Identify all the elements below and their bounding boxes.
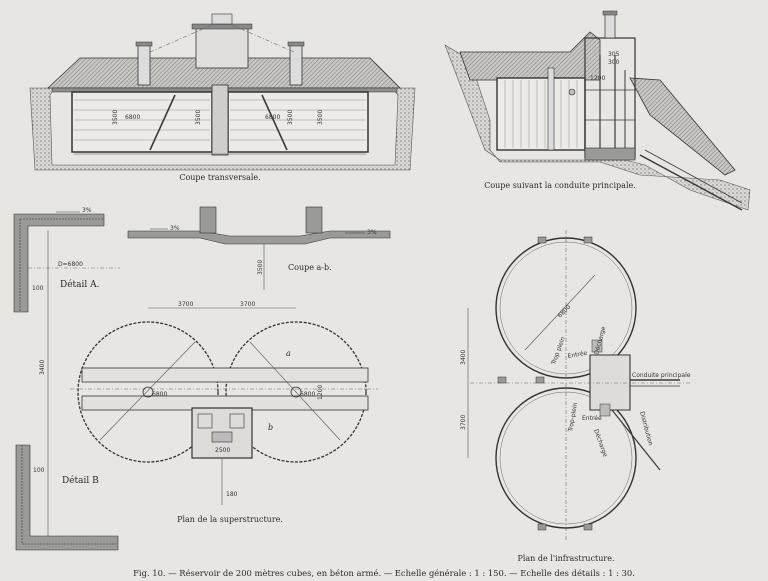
dim-s1: 3700 bbox=[178, 301, 193, 308]
dim-span-right: 6800 bbox=[265, 114, 280, 121]
detail-b: 100 Détail B bbox=[15, 444, 119, 551]
label-decharge-bot: Décharge bbox=[592, 428, 609, 458]
coupe-transversale: 6800 6800 3500 3500 3500 3500 Coupe tran… bbox=[29, 13, 416, 182]
dim-d-detail: D=6800 bbox=[58, 261, 83, 268]
detail-a: 3% D=6800 100 Détail A. bbox=[13, 207, 120, 313]
dim-i-r1: 6800 bbox=[556, 304, 572, 320]
label-entree-bot: Entrée bbox=[582, 415, 602, 422]
label-coupe-transversale: Coupe transversale. bbox=[179, 173, 260, 182]
dim-r1: 6800 bbox=[152, 391, 167, 398]
dim-height-2: 3500 bbox=[195, 110, 202, 125]
plan-superstructure: 3700 3700 6800 6800 1200 2500 180 a b Pl… bbox=[70, 301, 378, 524]
label-trop-plein-top: Trop plein bbox=[550, 336, 567, 367]
dim-r2: 6800 bbox=[300, 391, 315, 398]
dim-c2: 300 bbox=[608, 59, 620, 66]
dim-c3: 1200 bbox=[590, 75, 605, 82]
label-distribution: Distribution bbox=[638, 411, 654, 447]
dim-i2: 3700 bbox=[460, 415, 467, 430]
label-trop-plein-bot: Trop-plein bbox=[567, 402, 579, 433]
label-detail-b: Détail B bbox=[62, 475, 99, 486]
plan-infrastructure: 3400 3700 6800 Trop plein Entrée Décharg… bbox=[460, 230, 691, 563]
label-conduite-principale: Conduite principale bbox=[632, 372, 691, 379]
dim-100-b: 100 bbox=[33, 467, 45, 474]
slope-ab-right: 3% bbox=[367, 229, 377, 236]
dim-100-a: 100 bbox=[32, 285, 44, 292]
dim-s2: 3700 bbox=[240, 301, 255, 308]
figure-caption: Fig. 10. — Réservoir de 200 mètres cubes… bbox=[133, 568, 635, 578]
dim-height-3: 3500 bbox=[287, 110, 294, 125]
dim-i1: 3400 bbox=[460, 350, 467, 365]
dim-c1: 305 bbox=[608, 51, 620, 58]
label-plan-superstructure: Plan de la superstructure. bbox=[177, 515, 283, 524]
label-entree-top: Entrée bbox=[567, 350, 588, 360]
label-coupe-conduite: Coupe suivant la conduite principale. bbox=[484, 181, 636, 190]
dim-height-1: 3500 bbox=[112, 110, 119, 125]
coupe-a-b: 3% 3% 3500 Coupe a-b. bbox=[127, 206, 391, 290]
label-plan-infrastructure: Plan de l'infrastructure. bbox=[517, 554, 614, 563]
slope-detail-a: 3% bbox=[82, 207, 92, 214]
coupe-conduite-principale: 305 300 1200 Coupe suivant la conduite p… bbox=[444, 10, 751, 211]
dim-s-b: 2500 bbox=[215, 447, 230, 454]
slope-ab-left: 3% bbox=[170, 225, 180, 232]
section-mark-b: b bbox=[268, 423, 273, 432]
dim-s-mid: 1200 bbox=[317, 385, 324, 400]
dim-height-4: 3500 bbox=[317, 110, 324, 125]
section-mark-a: a bbox=[286, 349, 291, 358]
left-dimension: 3400 bbox=[39, 230, 49, 545]
dim-s-c: 180 bbox=[226, 491, 238, 498]
dim-span-left: 6800 bbox=[125, 114, 140, 121]
dim-left-vertical: 3400 bbox=[39, 360, 46, 375]
label-coupe-ab: Coupe a-b. bbox=[288, 263, 332, 272]
label-detail-a: Détail A. bbox=[60, 279, 100, 290]
dim-ab-vertical: 3500 bbox=[257, 260, 264, 275]
